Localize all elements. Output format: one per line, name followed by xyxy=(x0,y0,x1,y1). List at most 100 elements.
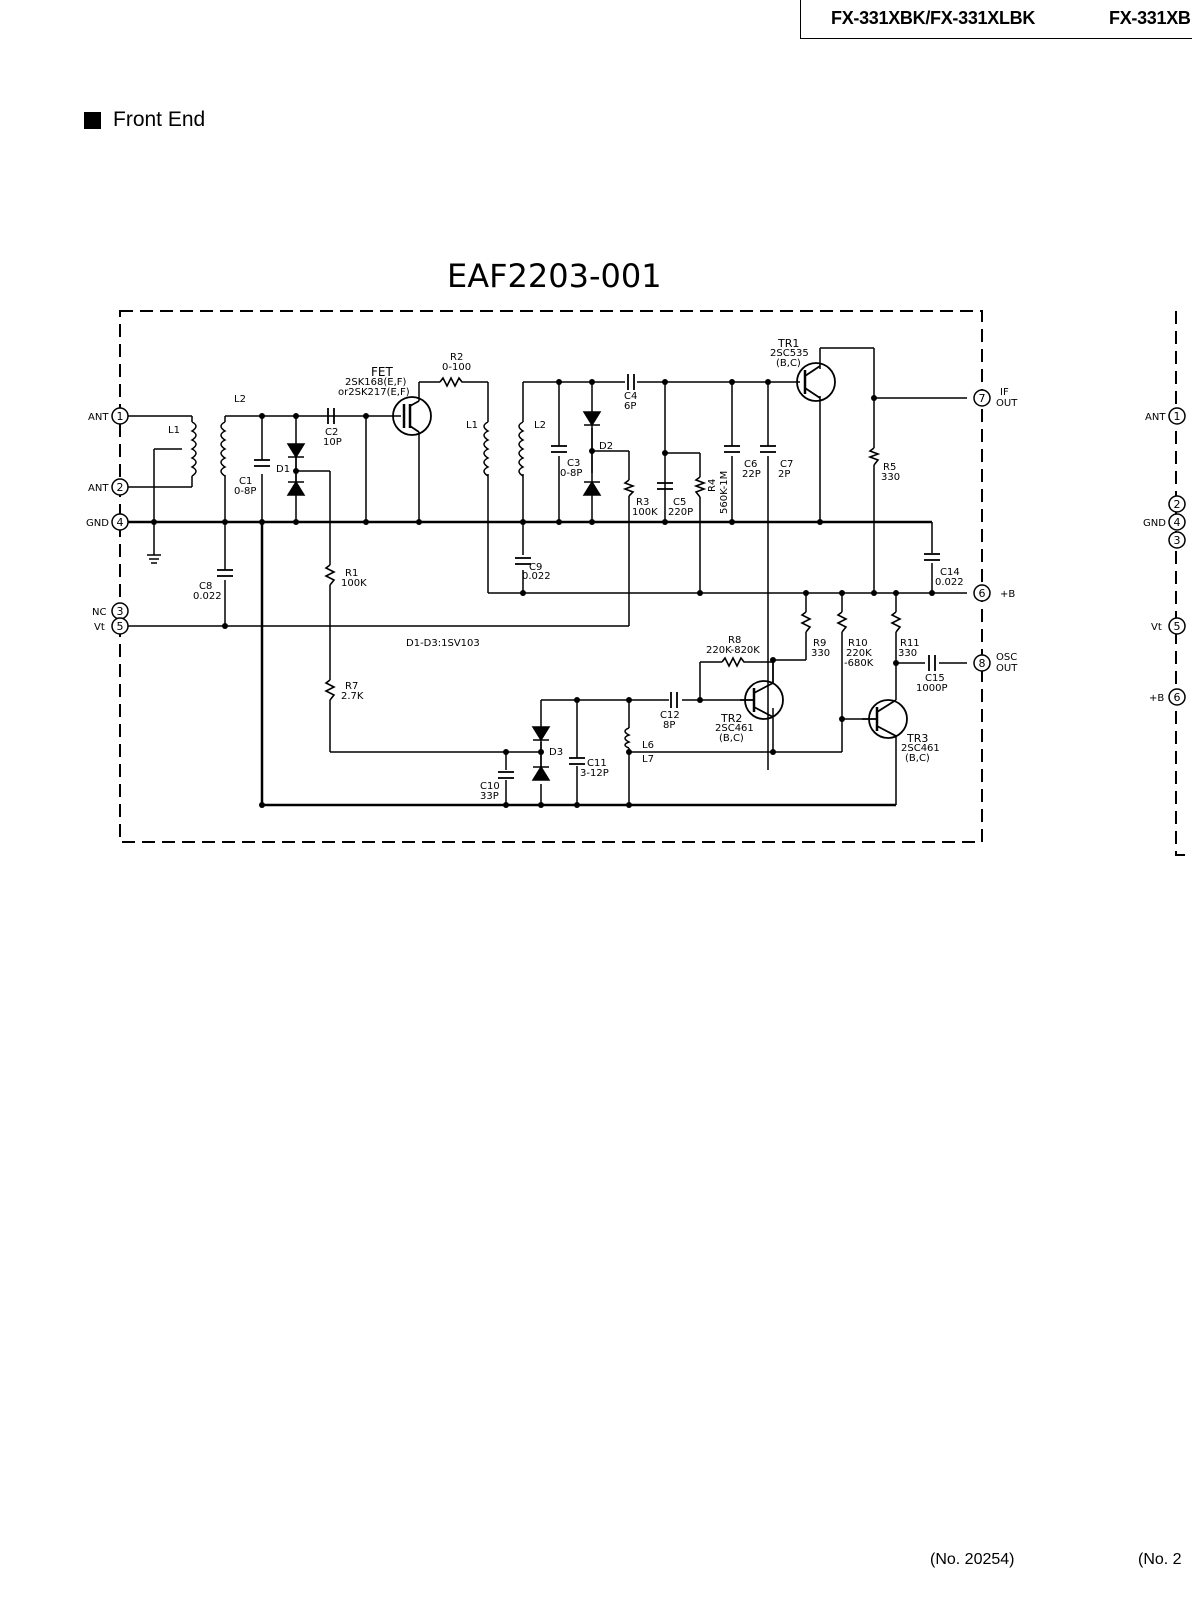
label: 0-100 xyxy=(442,362,471,373)
label: C1 xyxy=(239,476,252,487)
label: 560K-1M xyxy=(719,471,730,514)
label: C8 xyxy=(199,581,212,592)
label: D2 xyxy=(599,441,613,452)
label: 0-8P xyxy=(234,486,256,497)
pin-terminals xyxy=(111,389,991,672)
label: 33P xyxy=(480,791,499,802)
label: -680K xyxy=(844,658,874,669)
label: 0-8P xyxy=(560,468,582,479)
label: 3-12P xyxy=(580,768,609,779)
label: L2 xyxy=(534,420,546,431)
square-bullet-icon xyxy=(84,111,101,129)
pin-label-osc: OSC xyxy=(996,652,1017,663)
label: 0.022 xyxy=(193,591,222,602)
next-pin-label: GND xyxy=(1143,518,1166,529)
transistor-symbols xyxy=(392,362,908,739)
next-pin-number: 4 xyxy=(1174,516,1181,529)
label: R7 xyxy=(345,681,358,692)
label: C9 xyxy=(529,562,542,573)
module-boundary xyxy=(119,310,983,843)
section-heading: Front End xyxy=(84,108,205,132)
next-pin-label: Vt xyxy=(1151,622,1162,633)
label: 2.7K xyxy=(341,691,364,702)
label: TR1 xyxy=(777,337,799,350)
label: 1000P xyxy=(916,683,947,694)
label: 330 xyxy=(811,648,830,659)
pin-label-nc: NC xyxy=(92,607,106,618)
label: TR3 xyxy=(906,732,928,745)
pin-number: 1 xyxy=(117,410,124,423)
coil-symbols xyxy=(190,421,631,749)
label: C6 xyxy=(744,459,757,470)
label: 2SC461 xyxy=(901,743,940,754)
label: 6P xyxy=(624,401,636,412)
label: R3 xyxy=(636,497,649,508)
label: R9 xyxy=(813,638,826,649)
next-pin-number: 3 xyxy=(1174,534,1181,547)
pin-label-ant: ANT xyxy=(88,483,109,494)
label: D3 xyxy=(549,747,563,758)
pin-number: 7 xyxy=(979,392,986,405)
pin-number: 8 xyxy=(979,657,986,670)
label: L1 xyxy=(168,425,180,436)
label: 330 xyxy=(881,472,900,483)
label: 22P xyxy=(742,469,761,480)
junction-dots xyxy=(151,379,935,808)
pin-numbers: 1 2 4 3 5 7 6 8 xyxy=(117,392,986,670)
label: (B,C) xyxy=(719,733,744,744)
pin-label-if-out: OUT xyxy=(996,398,1018,409)
label: R1 xyxy=(345,568,358,579)
label: C14 xyxy=(940,567,960,578)
model-number-next-page: FX-331XB xyxy=(1109,8,1191,28)
pin-number: 6 xyxy=(979,587,986,600)
pin-number: 3 xyxy=(117,605,124,618)
diode-symbols xyxy=(286,411,602,781)
pin-label-osc-out: OUT xyxy=(996,663,1018,674)
label: 2SK168(E,F) xyxy=(345,377,407,388)
label: 2SC461 xyxy=(715,723,754,734)
next-page-schematic-fragment: 1 2 4 3 5 6 ANT GND Vt +B xyxy=(1143,311,1192,856)
page-header: FX-331XBK/FX-331XLBK FX-331XB xyxy=(800,0,1192,39)
label: (B,C) xyxy=(776,358,801,369)
next-pin-number: 2 xyxy=(1174,498,1181,511)
label: 2SC535 xyxy=(770,348,809,359)
next-pin-number: 5 xyxy=(1174,620,1181,633)
label: C7 xyxy=(780,459,793,470)
label: C4 xyxy=(624,391,637,402)
pin-label-plus-b: +B xyxy=(1000,589,1015,600)
label: FET xyxy=(371,365,393,379)
pin-labels: ANT ANT GND NC Vt IF OUT +B OSC OUT xyxy=(86,387,1018,674)
page-number: (No. 20254) xyxy=(930,1551,1015,1568)
label: L7 xyxy=(642,754,654,765)
label: R2 xyxy=(450,352,463,363)
label: 10P xyxy=(323,437,342,448)
component-labels: L1 L2 C1 0-8P D1 C2 10P FET 2SK168(E,F) … xyxy=(168,337,964,802)
label: or2SK217(E,F) xyxy=(338,387,410,398)
next-pin-label: ANT xyxy=(1145,412,1166,423)
pin-label-if: IF xyxy=(1000,387,1009,398)
label: 100K xyxy=(632,507,658,518)
label: 2P xyxy=(778,469,790,480)
label: L6 xyxy=(642,740,654,751)
next-pin-number: 1 xyxy=(1174,410,1181,423)
label: C15 xyxy=(925,673,945,684)
label: L1 xyxy=(466,420,478,431)
label: 220K xyxy=(846,648,872,659)
label: 220P xyxy=(668,507,693,518)
pin-number: 5 xyxy=(117,620,124,633)
label: 0.022 xyxy=(935,577,964,588)
label: R5 xyxy=(883,462,896,473)
next-pin-label: +B xyxy=(1149,693,1164,704)
label: L2 xyxy=(234,394,246,405)
pin-number: 4 xyxy=(117,516,124,529)
label: R10 xyxy=(848,638,868,649)
label: D1 xyxy=(276,464,290,475)
resistor-symbols xyxy=(324,376,902,701)
label: C12 xyxy=(660,710,680,721)
pin-label-vt: Vt xyxy=(94,622,105,633)
page-number-next: (No. 2 xyxy=(1138,1551,1182,1568)
label: R4 xyxy=(707,479,718,492)
label: C10 xyxy=(480,781,500,792)
pin-label-gnd: GND xyxy=(86,518,109,529)
